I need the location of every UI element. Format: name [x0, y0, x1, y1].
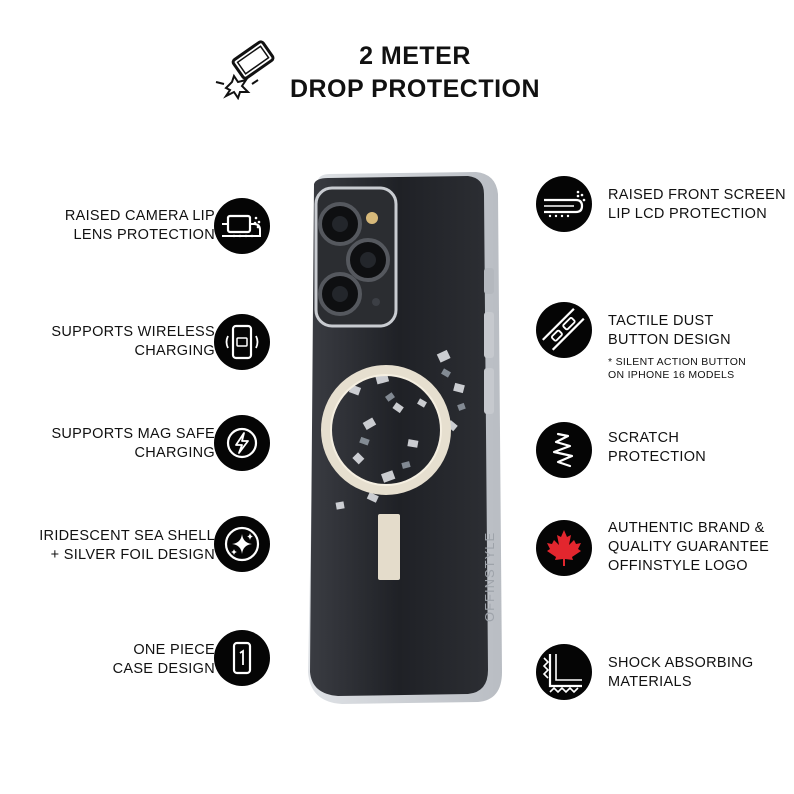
feature-label: SUPPORTS WIRELESS	[51, 324, 215, 340]
footnote-line: * SILENT ACTION BUTTON	[608, 356, 747, 368]
brand-text: OFFINSTYLE	[482, 532, 497, 622]
feature-label: SHOCK ABSORBING	[608, 655, 754, 671]
feature-label: SCRATCH	[608, 430, 680, 446]
feature-label: RAISED CAMERA LIP	[64, 208, 215, 224]
sparkle-icon	[214, 516, 270, 572]
feature-camera-lip: RAISED CAMERA LIP LENS PROTECTION	[0, 207, 215, 245]
buttons-icon	[536, 302, 592, 358]
footnote-line: ON IPHONE 16 MODELS	[608, 369, 735, 381]
phone-case-image: OFFINSTYLE	[298, 172, 510, 706]
feature-magsafe: SUPPORTS MAG SAFE CHARGING	[0, 425, 215, 463]
feature-label: OFFINSTYLE LOGO	[608, 558, 748, 574]
drop-phone-icon	[212, 36, 284, 101]
title-line-1: 2 METER	[359, 42, 471, 70]
page-title: 2 METER DROP PROTECTION	[270, 40, 560, 106]
feature-label: TACTILE DUST	[608, 313, 714, 329]
title-line-2: DROP PROTECTION	[289, 75, 541, 103]
feature-label: PROTECTION	[608, 449, 707, 465]
feature-label: CHARGING	[134, 445, 215, 461]
feature-screen-lip: RAISED FRONT SCREEN LIP LCD PROTECTION	[608, 186, 788, 224]
feature-label: CHARGING	[134, 343, 215, 359]
camera-lip-icon	[214, 198, 270, 254]
feature-label: LIP LCD PROTECTION	[608, 206, 768, 222]
feature-label: IRIDESCENT SEA SHELL	[39, 528, 215, 544]
magsafe-bolt-icon	[214, 415, 270, 471]
shock-absorb-icon	[536, 644, 592, 700]
feature-label: + SILVER FOIL DESIGN	[50, 547, 215, 563]
feature-label: CASE DESIGN	[112, 661, 215, 677]
feature-wireless-charging: SUPPORTS WIRELESS CHARGING	[0, 323, 215, 361]
feature-tactile-buttons: TACTILE DUST BUTTON DESIGN * SILENT ACTI…	[608, 312, 788, 382]
feature-label: QUALITY GUARANTEE	[608, 539, 770, 555]
feature-label: ONE PIECE	[133, 642, 215, 658]
scratch-icon	[536, 422, 592, 478]
feature-label: SUPPORTS MAG SAFE	[51, 426, 215, 442]
feature-one-piece: ONE PIECE CASE DESIGN	[0, 641, 215, 679]
feature-label: LENS PROTECTION	[73, 227, 215, 243]
feature-sea-shell: IRIDESCENT SEA SHELL + SILVER FOIL DESIG…	[0, 527, 215, 565]
screen-lip-icon	[536, 176, 592, 232]
feature-label: AUTHENTIC BRAND &	[608, 520, 765, 536]
feature-scratch: SCRATCH PROTECTION	[608, 429, 788, 467]
wireless-charging-icon	[214, 314, 270, 370]
feature-label: RAISED FRONT SCREEN	[608, 187, 786, 203]
one-piece-icon	[214, 630, 270, 686]
maple-leaf-icon	[536, 520, 592, 576]
feature-label: MATERIALS	[608, 674, 692, 690]
feature-authentic-brand: AUTHENTIC BRAND & QUALITY GUARANTEE OFFI…	[608, 519, 788, 576]
feature-label: BUTTON DESIGN	[608, 332, 731, 348]
feature-footnote: * SILENT ACTION BUTTON ON IPHONE 16 MODE…	[608, 356, 788, 382]
feature-shock-absorbing: SHOCK ABSORBING MATERIALS	[608, 654, 788, 692]
